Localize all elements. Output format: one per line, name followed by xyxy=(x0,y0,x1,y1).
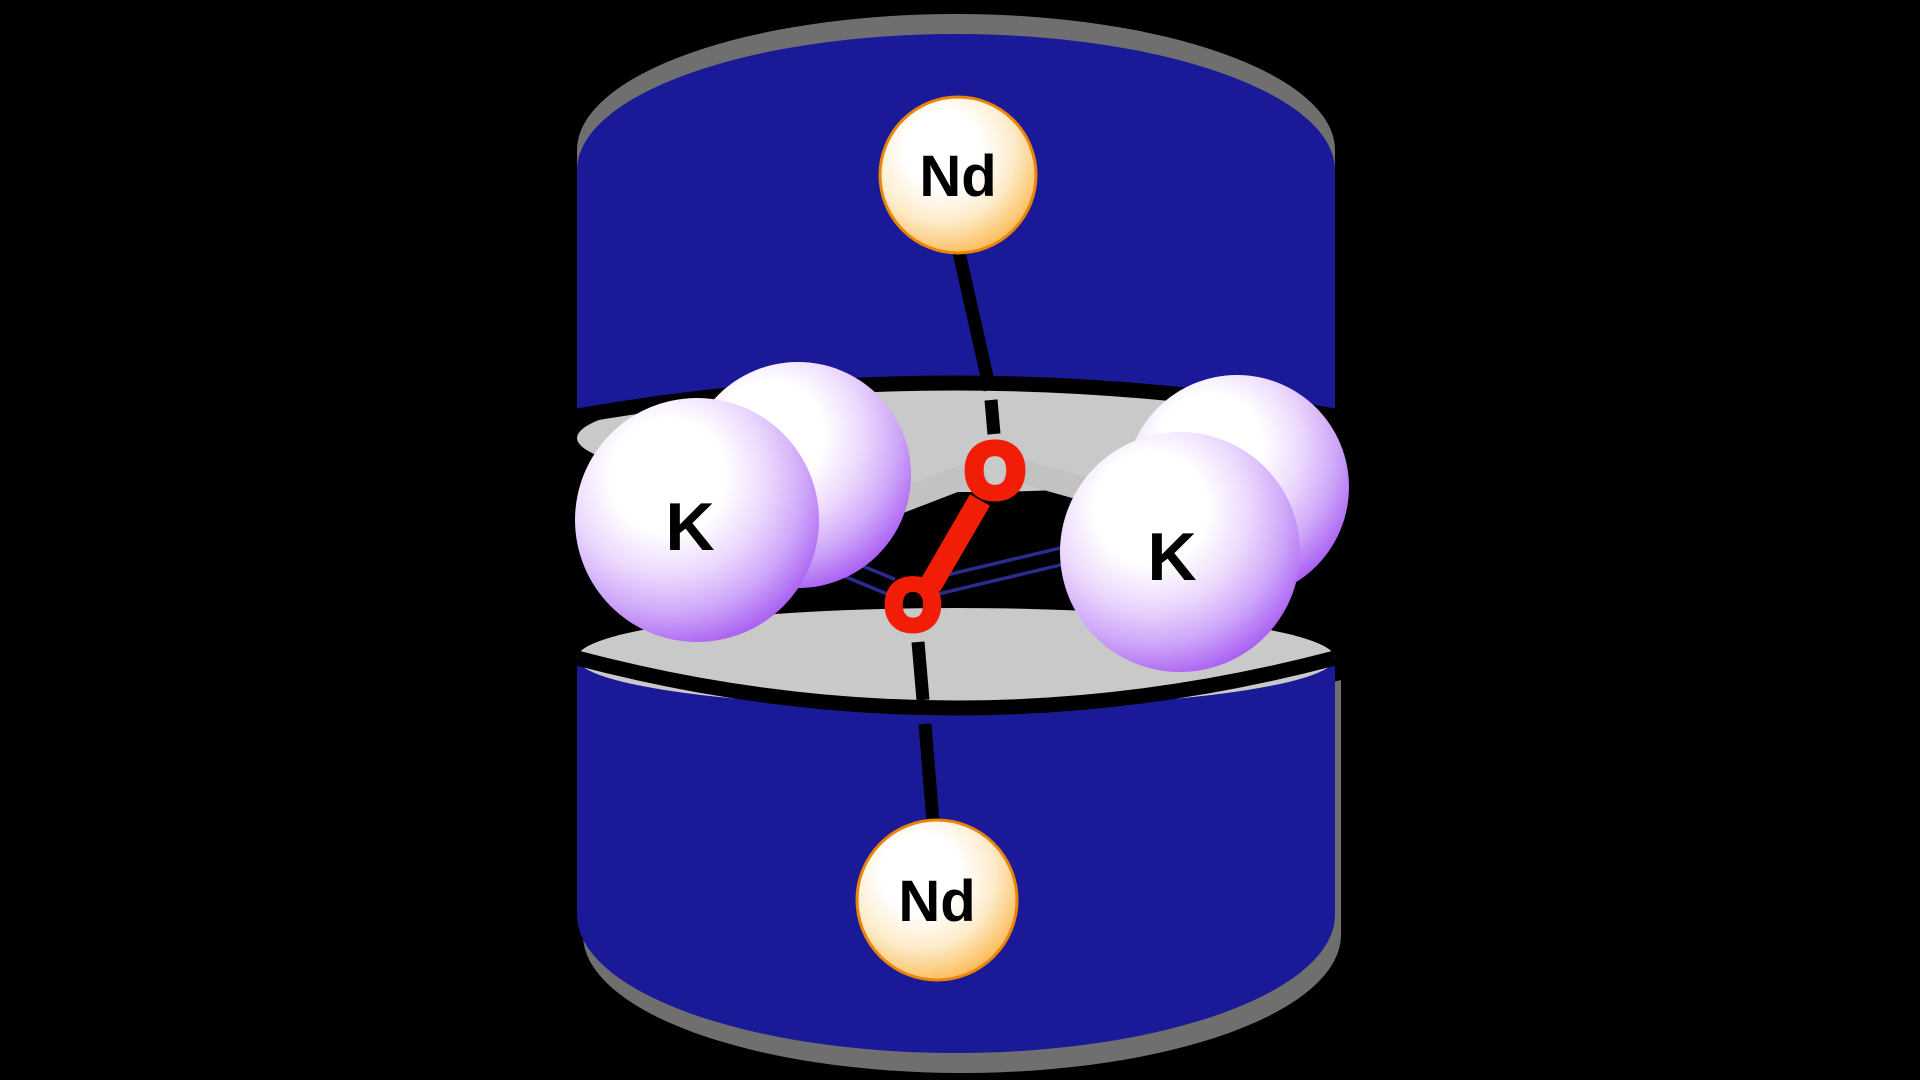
o-nd-bond-lower-dash1 xyxy=(911,641,930,701)
o-o-bond xyxy=(920,494,990,592)
nd-label-bottom: Nd xyxy=(898,869,975,934)
k-label-right: K xyxy=(1147,519,1196,595)
nd-label-top: Nd xyxy=(919,144,996,209)
o-nd-bond-lower-dash2 xyxy=(918,723,940,823)
o-label-lower: O xyxy=(886,566,940,644)
k-atom-front-left xyxy=(575,398,819,642)
potassium-atoms: K K xyxy=(575,362,1349,672)
k-label-left: K xyxy=(665,489,714,565)
nd-o-bond-upper-solid xyxy=(951,246,997,392)
o-label-upper: O xyxy=(965,429,1024,514)
bottom-slab-rim xyxy=(575,650,1337,716)
nd-o-bond-upper-dash xyxy=(984,399,1001,435)
peroxide-unit: O O xyxy=(882,425,1029,648)
nd-atom-bottom xyxy=(855,818,1019,982)
nd-atom-top xyxy=(878,95,1038,255)
k-atom-front-right xyxy=(1060,432,1300,672)
bottom-slab-group: Nd xyxy=(575,608,1341,1073)
